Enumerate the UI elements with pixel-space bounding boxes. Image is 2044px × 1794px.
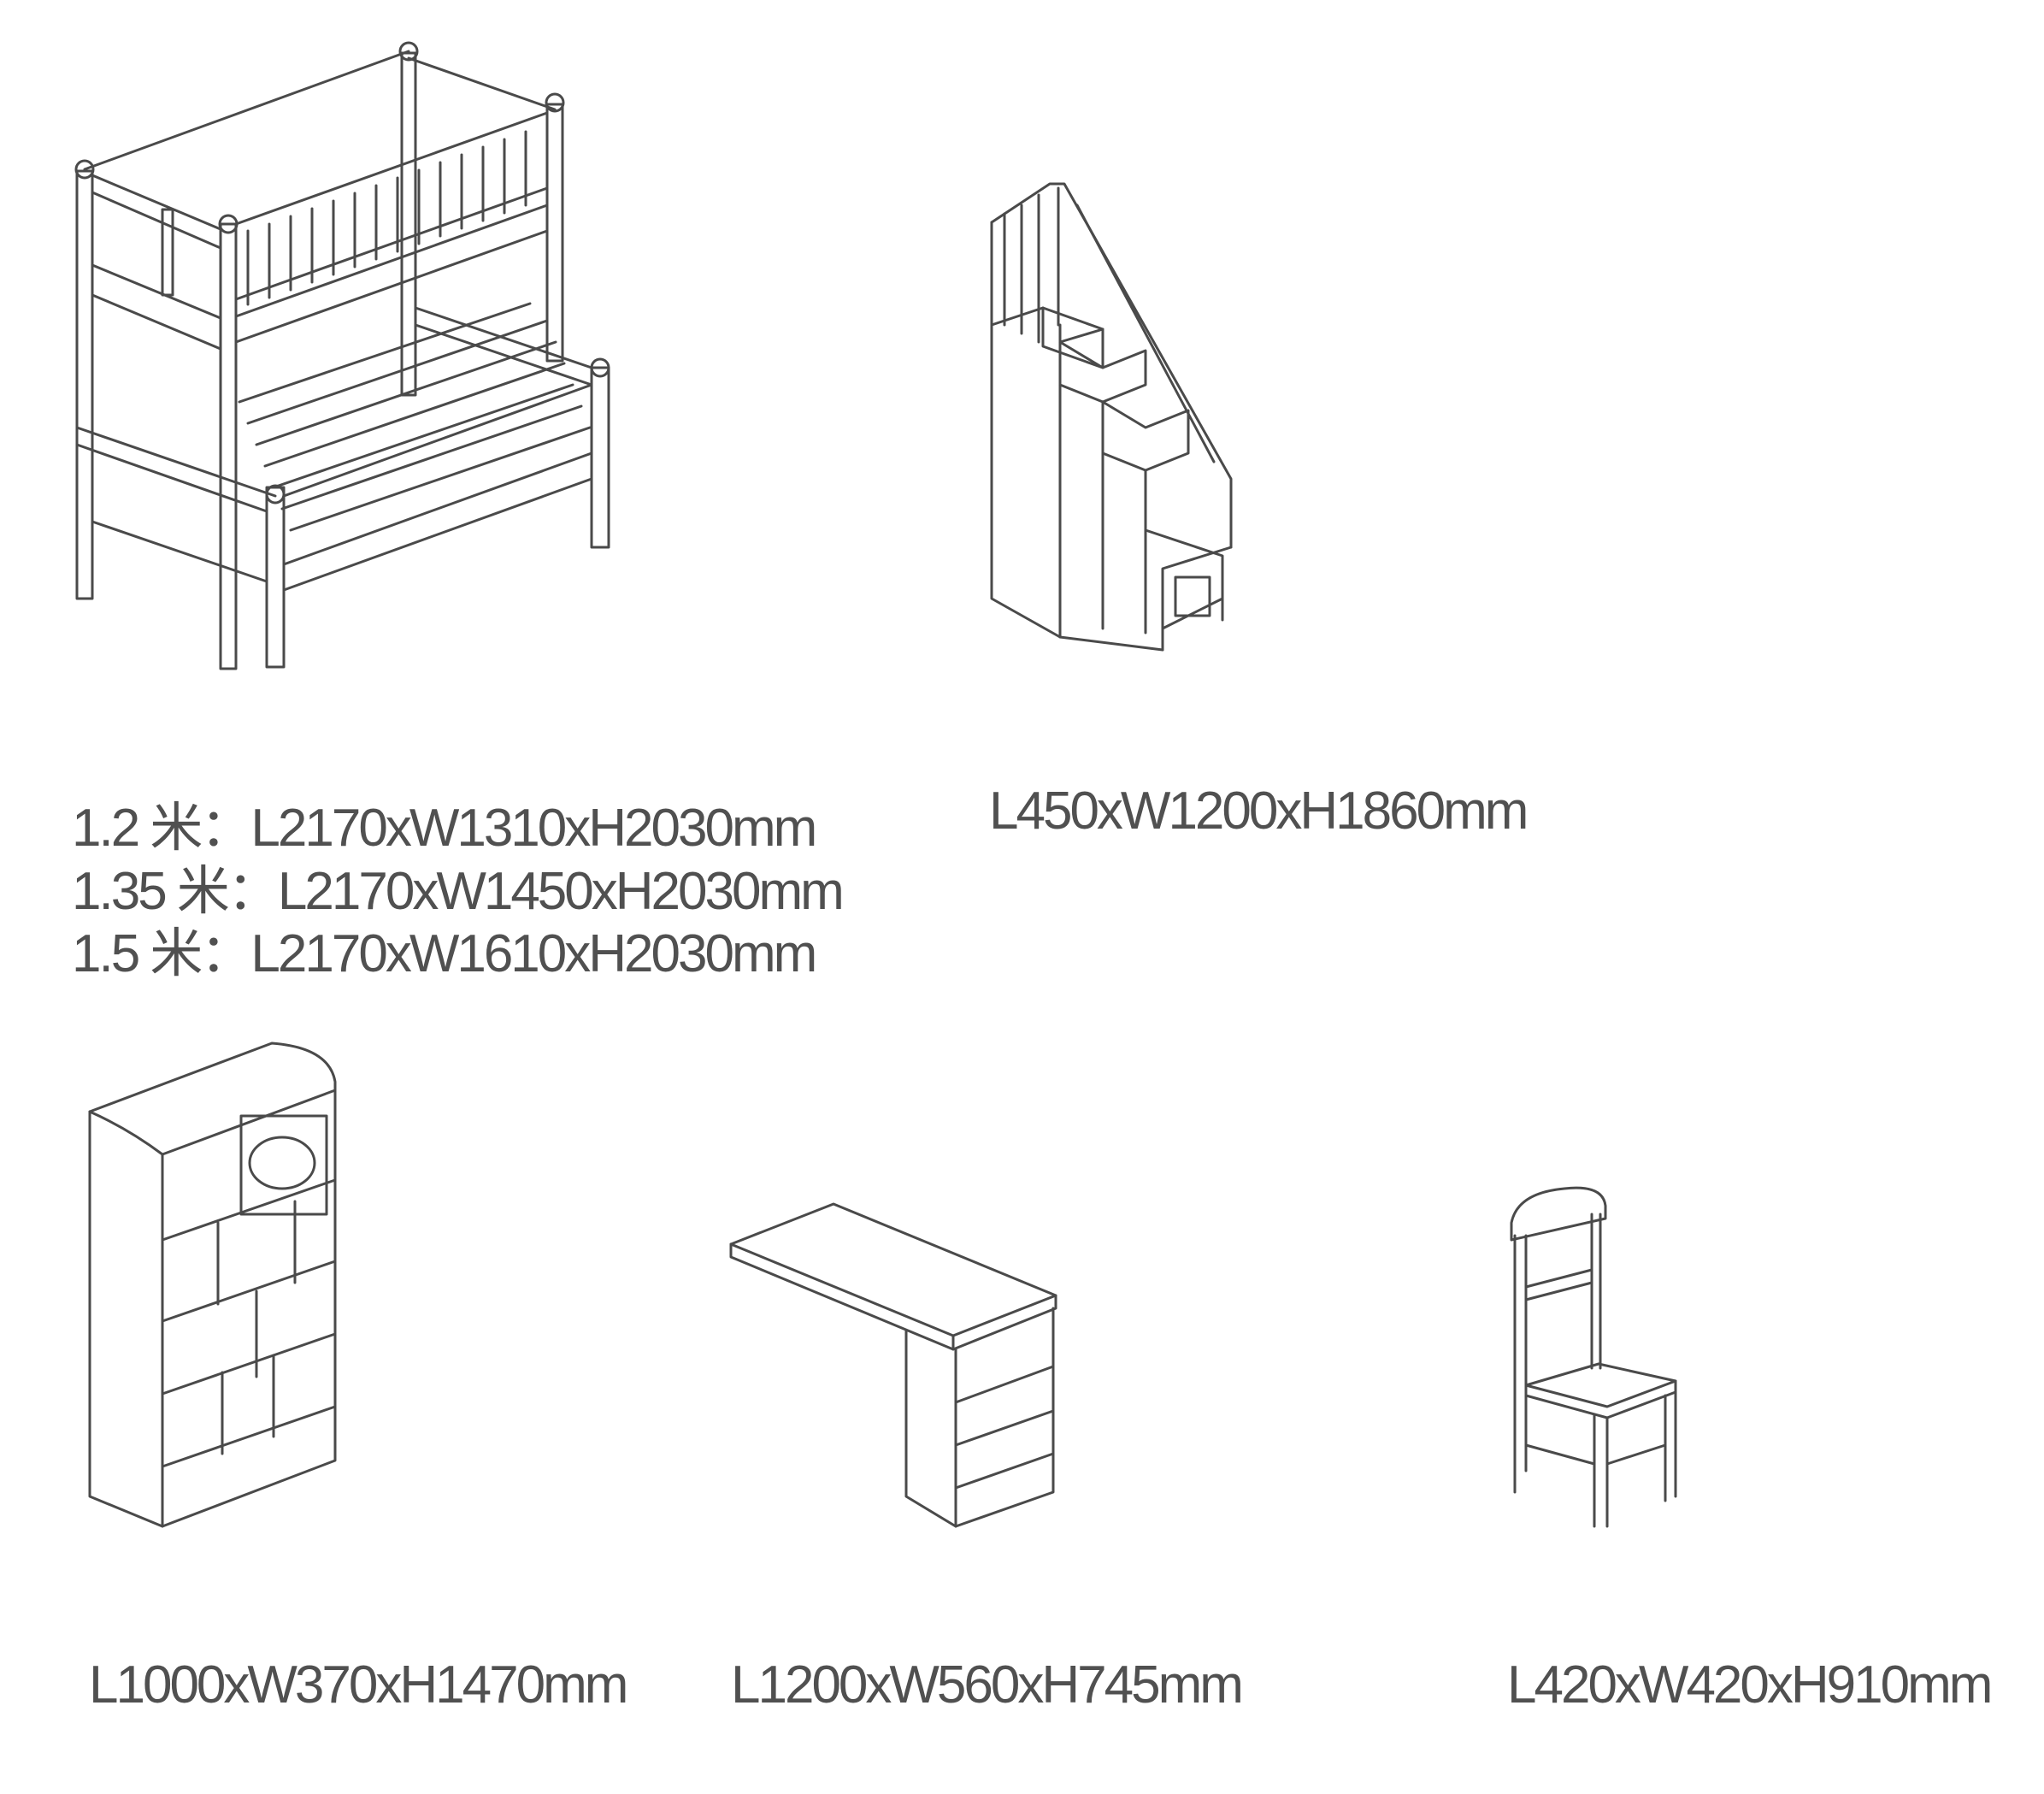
size-label: 1.2 米： bbox=[72, 799, 253, 858]
bunk-bed-drawing bbox=[74, 41, 610, 670]
size-dims: L2170xW1450xH2030mm bbox=[277, 862, 845, 921]
size-dims: L2170xW1610xH2030mm bbox=[250, 924, 817, 983]
chair-dims: L420xW420xH910mm bbox=[1507, 1655, 1993, 1714]
chair-drawing bbox=[1510, 1186, 1677, 1528]
size-dims: L2170xW1310xH2030mm bbox=[250, 799, 817, 858]
bunk-bed-size-2: 1.35 米：L2170xW1450xH2030mm bbox=[72, 862, 845, 921]
bookcase-dims: L1000xW370xH1470mm bbox=[89, 1655, 628, 1714]
bookcase-drawing bbox=[88, 1042, 337, 1528]
stair-cabinet-dims: L450xW1200xH1860mm bbox=[989, 782, 1529, 841]
size-label: 1.35 米： bbox=[72, 862, 280, 921]
bunk-bed-size-1: 1.2 米：L2170xW1310xH2030mm bbox=[72, 799, 817, 858]
size-label: 1.5 米： bbox=[72, 924, 253, 983]
bunk-bed-size-3: 1.5 米：L2170xW1610xH2030mm bbox=[72, 928, 817, 981]
stair-cabinet-drawing bbox=[990, 182, 1233, 652]
desk-drawing bbox=[729, 1202, 1057, 1528]
desk-dims: L1200xW560xH745mm bbox=[731, 1655, 1244, 1714]
